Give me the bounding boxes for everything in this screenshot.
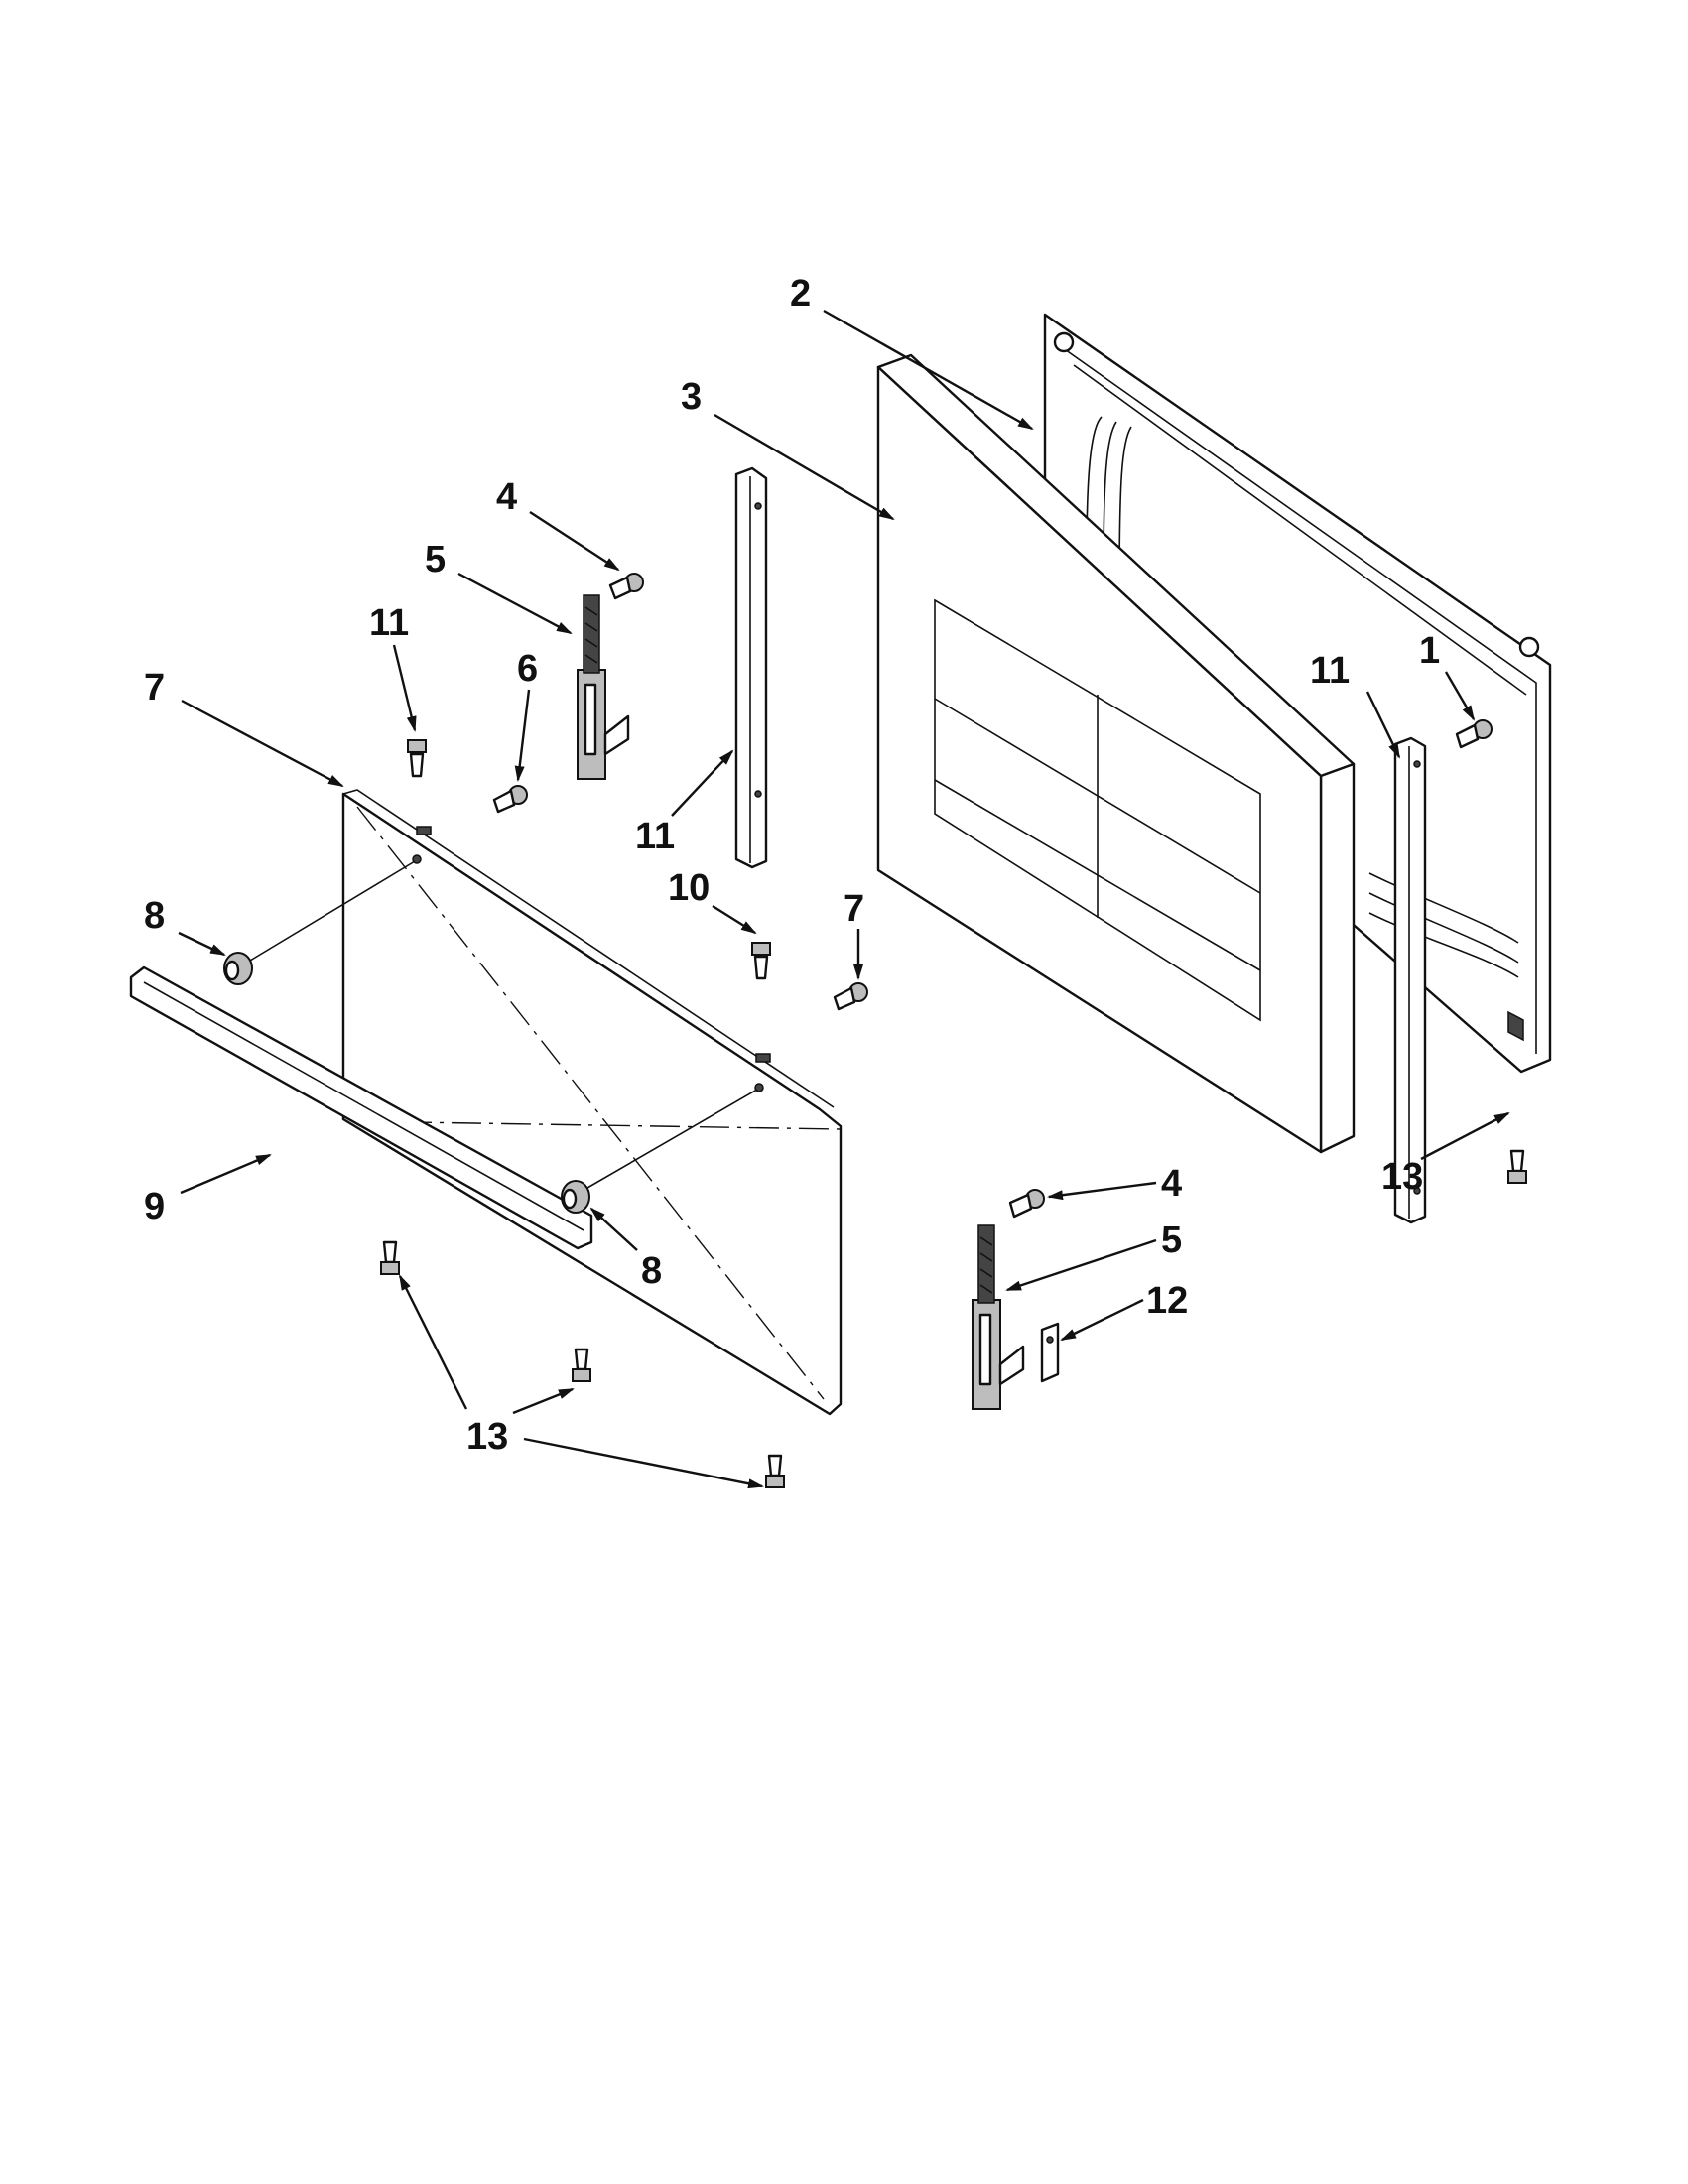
callout-6: 6 xyxy=(517,648,538,690)
side-channel-left-part-11 xyxy=(734,466,768,869)
bottom-trim-part-9 xyxy=(129,965,593,1250)
callout-1: 1 xyxy=(1419,630,1440,672)
screw-part-4-upper xyxy=(608,573,644,600)
screw-part-13-b xyxy=(572,1348,591,1382)
callout-8-right: 8 xyxy=(641,1250,662,1292)
screw-part-7 xyxy=(833,982,868,1011)
callout-5-lower: 5 xyxy=(1161,1220,1182,1261)
screw-part-4-lower xyxy=(1008,1189,1045,1219)
callout-13-right: 13 xyxy=(1381,1156,1423,1198)
callout-8-left: 8 xyxy=(144,895,165,937)
hinge-part-5-upper xyxy=(577,594,630,780)
outer-door-panel-part-7 xyxy=(229,789,843,1416)
spacer-part-8-right xyxy=(561,1180,590,1214)
callout-7-left: 7 xyxy=(144,667,165,708)
door-glass-frame-part-3 xyxy=(876,353,1356,1154)
spacer-part-8-left xyxy=(223,952,253,985)
screw-part-13-d xyxy=(1507,1149,1527,1184)
screw-part-13-c xyxy=(765,1454,785,1488)
callout-11-right: 11 xyxy=(1310,650,1350,692)
screw-part-6 xyxy=(492,785,528,814)
callout-9: 9 xyxy=(144,1186,165,1227)
hinge-receiver-part-12 xyxy=(1040,1322,1060,1383)
callout-7-right: 7 xyxy=(844,888,864,930)
callout-11-middle: 11 xyxy=(635,816,675,857)
callout-3: 3 xyxy=(681,376,702,418)
callout-11-top: 11 xyxy=(369,602,409,644)
callout-13-bottom: 13 xyxy=(466,1416,508,1458)
leader-lines xyxy=(178,309,1510,1489)
screw-part-11 xyxy=(407,739,427,778)
callout-4-lower: 4 xyxy=(1161,1163,1182,1205)
hinge-part-5-lower xyxy=(972,1224,1025,1410)
callout-10: 10 xyxy=(668,867,710,909)
callout-4-upper: 4 xyxy=(496,476,517,518)
callout-2: 2 xyxy=(790,273,811,315)
screw-part-1 xyxy=(1455,719,1493,749)
callout-5-upper: 5 xyxy=(425,539,446,580)
screw-part-13-a xyxy=(380,1240,400,1275)
side-channel-right-part-11 xyxy=(1393,736,1427,1224)
callout-labels: 2 3 4 5 11 6 7 11 11 1 8 10 7 9 8 4 5 12… xyxy=(144,273,1440,1458)
screw-part-10 xyxy=(751,942,771,980)
callout-12: 12 xyxy=(1146,1280,1188,1322)
